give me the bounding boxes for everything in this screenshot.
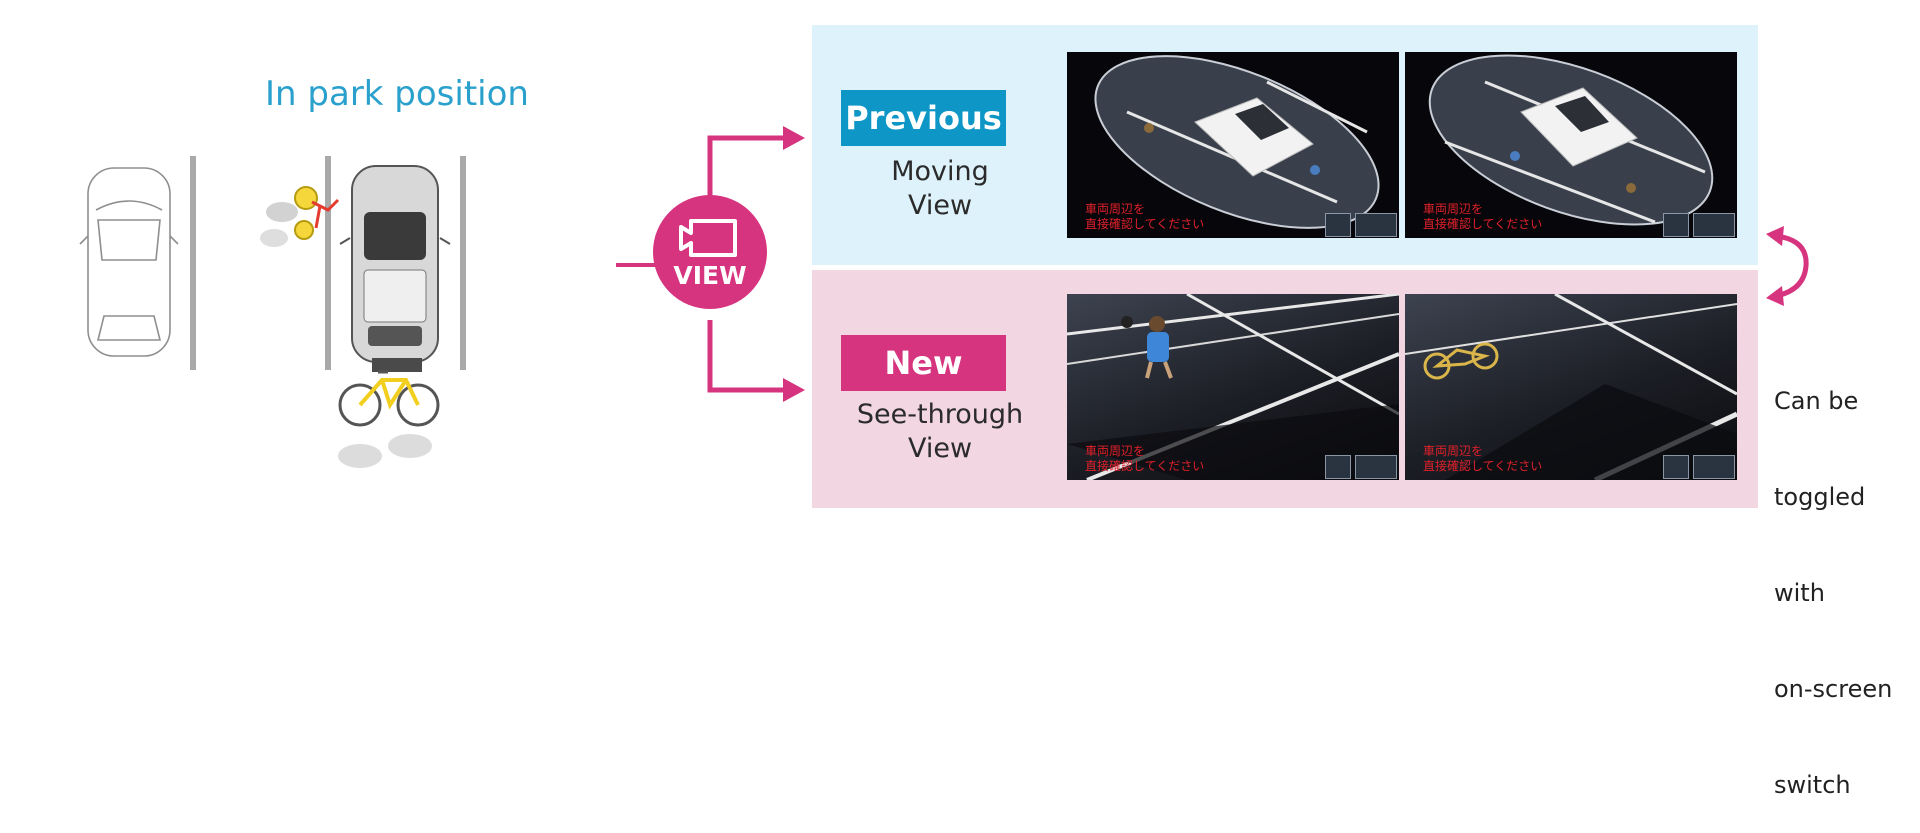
moving-view-line2: View (907, 190, 973, 221)
moving-view-screen-2: 車両周辺を直接確認してください (1405, 52, 1737, 238)
parking-line (460, 156, 466, 370)
toggle-note-line: on-screen (1774, 675, 1893, 703)
diagram-title: In park position (265, 74, 529, 114)
arrow-head-new (783, 378, 805, 402)
screen-controls (1325, 455, 1397, 479)
view-button[interactable]: VIEW (653, 195, 767, 309)
screen-warning-text: 車両周辺を直接確認してください (1423, 444, 1543, 473)
parking-illustration (79, 156, 466, 468)
see-through-view-label: See-through View (840, 398, 1040, 466)
toggle-note-line: switch (1774, 771, 1851, 799)
view-arrows (616, 126, 805, 402)
parking-line (325, 156, 331, 370)
view-button-label: VIEW (673, 261, 747, 290)
toggle-note-line: with (1774, 579, 1825, 607)
screen-controls (1663, 455, 1735, 479)
toggle-arrow-icon (1766, 226, 1809, 306)
previous-badge: Previous (841, 90, 1006, 146)
ego-car (339, 165, 451, 372)
new-badge: New (841, 335, 1006, 391)
child-on-bike (1145, 316, 1173, 379)
toggle-note-line: toggled (1774, 483, 1866, 511)
white-suv (1194, 97, 1314, 177)
screen-warning-text: 車両周辺を直接確認してください (1085, 444, 1205, 473)
bicycle-figure (338, 370, 440, 427)
screen-controls (1325, 213, 1397, 237)
moving-view-screen-1: 車両周辺を直接確認してください (1067, 52, 1399, 238)
toggle-note: Can be toggled with on-screen switch (1774, 321, 1892, 833)
screen-warning-text: 車両周辺を直接確認してください (1423, 202, 1543, 231)
screen-controls (1663, 213, 1735, 237)
screen-warning-text: 車両周辺を直接確認してください (1085, 202, 1205, 231)
moving-view-label: Moving View (840, 155, 1040, 223)
bicycle-on-road (1423, 342, 1499, 380)
see-through-view-screen-1: 車両周辺を直接確認してください (1067, 294, 1399, 480)
bicycle-shadow (338, 434, 432, 468)
white-suv (1520, 87, 1638, 167)
see-through-view-line2: View (907, 433, 973, 464)
moving-view-line1: Moving (891, 156, 989, 187)
arrow-head-previous (783, 126, 805, 150)
see-through-view-screen-2: 車両周辺を直接確認してください (1405, 294, 1737, 480)
parked-car-outline (79, 167, 179, 357)
see-through-view-line1: See-through (856, 399, 1024, 430)
toggle-note-line: Can be (1774, 387, 1859, 415)
cyclist-figure (260, 186, 340, 247)
camera-icon (679, 219, 737, 257)
parking-line (190, 156, 196, 370)
